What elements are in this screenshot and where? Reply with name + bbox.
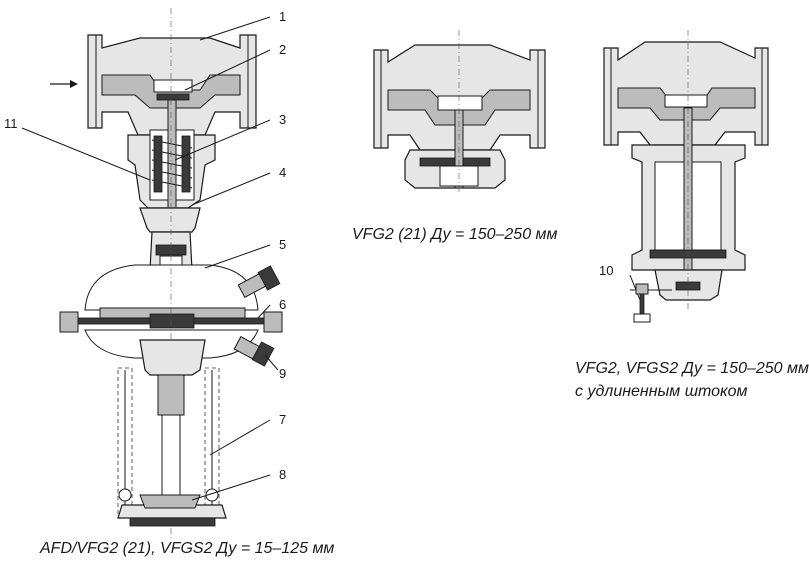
spring-housing bbox=[127, 99, 216, 241]
callout-3: 3 bbox=[279, 112, 286, 127]
callout-8: 8 bbox=[279, 467, 286, 482]
callout-7: 7 bbox=[279, 412, 286, 427]
diagram-canvas: 1 2 3 4 5 6 7 8 9 10 11 bbox=[4, 8, 769, 540]
valve-body bbox=[87, 34, 257, 136]
callout-2: 2 bbox=[279, 42, 286, 57]
callout-5: 5 bbox=[279, 237, 286, 252]
extended-stem-valve-assembly bbox=[603, 30, 769, 323]
fitting-upper bbox=[237, 265, 281, 298]
callout-9: 9 bbox=[279, 366, 286, 381]
diaphragm-housing bbox=[59, 8, 283, 540]
callout-6: 6 bbox=[279, 297, 286, 312]
callout-leaders bbox=[21, 16, 641, 501]
caption-large-valve: VFG2 (21) Ду = 150–250 мм bbox=[352, 226, 558, 243]
callout-4: 4 bbox=[279, 165, 286, 180]
actuator-neck bbox=[139, 207, 201, 271]
callout-10: 10 bbox=[599, 263, 613, 278]
drawing-sheet: 1 2 3 4 5 6 7 8 9 10 11 bbox=[4, 8, 809, 557]
callout-numbers: 1 2 3 4 5 6 7 8 9 10 11 bbox=[4, 9, 613, 482]
caption-extended-stem-line2: с удлиненным штоком bbox=[575, 383, 748, 400]
main-valve-assembly bbox=[50, 8, 283, 540]
large-valve-assembly bbox=[373, 30, 546, 195]
setpoint-adjuster bbox=[117, 339, 227, 527]
callout-1: 1 bbox=[279, 9, 286, 24]
callout-11: 11 bbox=[4, 116, 18, 131]
fitting-lower bbox=[233, 336, 275, 367]
caption-extended-stem-line1: VFG2, VFGS2 Ду = 150–250 мм bbox=[575, 360, 809, 377]
caption-main-assembly: AFD/VFG2 (21), VFGS2 Ду = 15–125 мм bbox=[40, 540, 335, 557]
flow-direction-arrow bbox=[50, 80, 78, 88]
